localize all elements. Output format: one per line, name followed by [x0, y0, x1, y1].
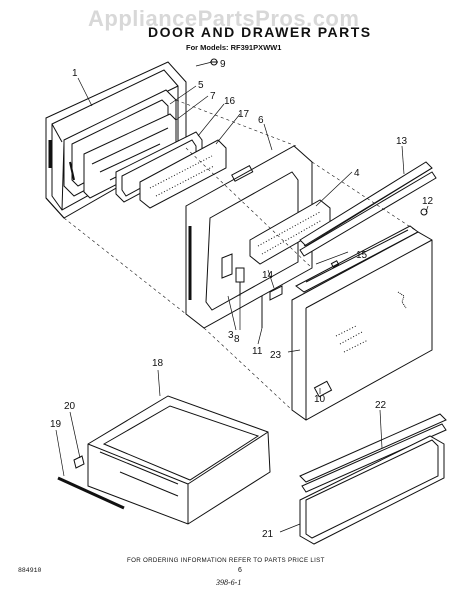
- rod-19: [57, 476, 125, 510]
- callout-10: 10: [314, 394, 326, 405]
- watermark: AppliancePartsPros.com: [88, 6, 360, 31]
- model-subtitle: For Models: RF391PXWW1: [186, 43, 282, 52]
- callout-17: 17: [238, 109, 250, 120]
- callout-23: 23: [270, 350, 282, 361]
- callout-20: 20: [64, 401, 76, 412]
- clip-14: [269, 285, 283, 301]
- callout-15: 15: [356, 250, 368, 261]
- page-number: 6: [238, 567, 242, 574]
- callout-12: 12: [422, 196, 434, 207]
- callout-11: 11: [252, 346, 263, 357]
- document-code: 884910: [18, 567, 42, 574]
- callout-19: 19: [50, 419, 62, 430]
- callout-14: 14: [262, 270, 274, 281]
- callout-5: 5: [198, 80, 204, 91]
- vent-trim-13: [299, 161, 437, 257]
- callout-1: 1: [72, 68, 78, 79]
- callout-13: 13: [396, 136, 408, 147]
- callout-6: 6: [258, 115, 264, 126]
- callout-21: 21: [262, 529, 274, 540]
- screw-12: [420, 208, 428, 216]
- drawer-front-21: [299, 435, 445, 545]
- handwritten-code: 398-6-1: [216, 578, 242, 587]
- callout-4: 4: [354, 168, 360, 179]
- callout-8: 8: [234, 334, 240, 345]
- callout-3: 3: [228, 330, 234, 341]
- clip-20: [73, 455, 85, 469]
- drawer-trim-22: [299, 413, 447, 493]
- callout-22: 22: [375, 400, 387, 411]
- drawer-18: [87, 395, 271, 525]
- inner-liner-6: [185, 145, 313, 329]
- callout-9: 9: [220, 59, 226, 70]
- hinge-8: [235, 267, 245, 296]
- ordering-note: FOR ORDERING INFORMATION REFER TO PARTS …: [127, 557, 325, 564]
- diagram-title: DOOR AND DRAWER PARTS: [148, 24, 372, 40]
- callout-16: 16: [224, 96, 236, 107]
- callout-7: 7: [210, 91, 216, 102]
- outer-door-panel-23: [291, 231, 433, 421]
- callout-18: 18: [152, 358, 164, 369]
- glass-17: [139, 139, 227, 209]
